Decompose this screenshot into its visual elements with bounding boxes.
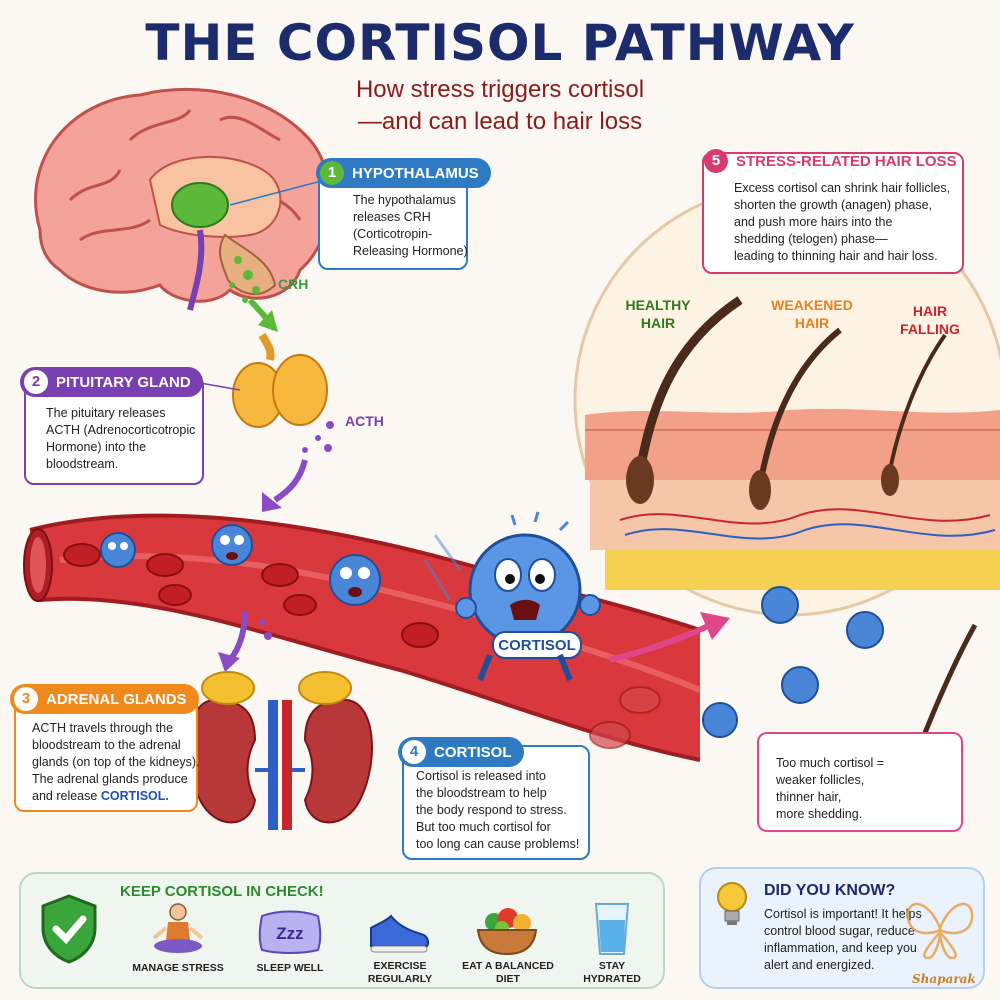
hair-panel [573, 183, 1000, 617]
tips-heading: KEEP CORTISOL IN CHECK! [120, 883, 324, 900]
step-4-label: CORTISOL [434, 743, 512, 761]
step-1-label: HYPOTHALAMUS [352, 164, 479, 182]
step-5-number: 5 [704, 149, 728, 173]
tip-sleep-well: SLEEP WELL [256, 962, 324, 974]
blood-vessel [23, 513, 702, 762]
butterfly-watermark-icon [906, 902, 974, 960]
pituitary-gland [199, 332, 328, 428]
did-you-know-heading: DID YOU KNOW? [764, 882, 896, 899]
step-3-header: 3 ADRENAL GLANDS [10, 684, 199, 714]
water-glass-icon [594, 903, 630, 955]
step-1-number: 1 [320, 161, 344, 185]
did-you-know-panel [699, 867, 985, 989]
step-2-label: PITUITARY GLAND [56, 373, 191, 391]
food-bowl-icon [476, 908, 538, 956]
crh-label: CRH [278, 276, 309, 292]
brain-illustration [34, 87, 332, 311]
cortisol-mascot [423, 511, 601, 682]
step-5-card [702, 152, 964, 274]
step-2-number: 2 [24, 370, 48, 394]
acth-label: ACTH [345, 413, 384, 429]
step-1-header: 1 HYPOTHALAMUS [316, 158, 491, 188]
step-4-number: 4 [402, 740, 426, 764]
pink-arrow [609, 612, 730, 663]
cortisol-characters-hair [702, 586, 884, 738]
sleep-zzz-text: Zzz [276, 924, 303, 943]
step-4-header: 4 CORTISOL [398, 737, 524, 767]
crh-arrow [229, 256, 278, 332]
step-5-label: STRESS-RELATED HAIR LOSS [736, 152, 957, 170]
step-3-number: 3 [14, 687, 38, 711]
tip-manage-stress: MANAGE STRESS [132, 962, 224, 974]
subtitle-line-1: How stress triggers cortisol [355, 76, 645, 103]
step-5-text: Excess cortisol can shrink hair follicle… [734, 181, 951, 263]
watermark-text: Shaparak [912, 972, 976, 986]
cortisol-mascot-label: CORTISOL [498, 637, 576, 654]
subtitle-line-2: —and can lead to hair loss [357, 108, 643, 135]
cortisol-characters-small [100, 524, 381, 606]
shield-check-icon [41, 894, 97, 964]
tips-panel [19, 872, 665, 989]
follicle-note-text: Too much cortisol =weaker follicles,thin… [776, 756, 885, 821]
sneaker-icon [370, 914, 430, 953]
acth-arrow [262, 421, 334, 512]
pillow-icon: Zzz [258, 910, 322, 954]
cortisol-highlight: CORTISOL. [100, 789, 169, 803]
lightbulb-icon [717, 882, 747, 925]
meditation-icon [152, 903, 204, 953]
page-title: THE CORTISOL PATHWAY [145, 14, 855, 72]
follicle-note-card [757, 732, 963, 832]
step-3-label: ADRENAL GLANDS [46, 690, 187, 708]
step-2-header: 2 PITUITARY GLAND [20, 367, 203, 397]
step-5-header: 5 STRESS-RELATED HAIR LOSS [700, 146, 969, 176]
kidneys-illustration [187, 671, 373, 830]
adrenal-arrow [218, 611, 272, 672]
